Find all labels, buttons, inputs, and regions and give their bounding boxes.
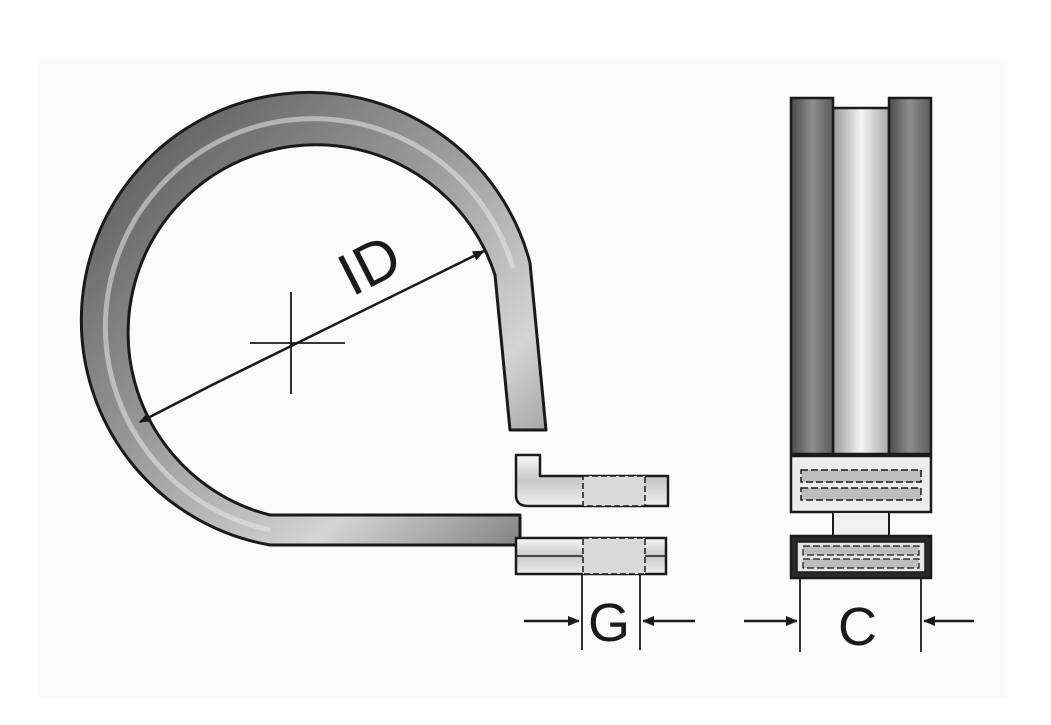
side-upper-tab bbox=[789, 454, 933, 514]
side-rubber-right bbox=[887, 96, 933, 456]
lower-tab-hole bbox=[582, 537, 646, 575]
id-arrow-left bbox=[139, 384, 211, 424]
id-arrow-right bbox=[209, 249, 485, 388]
side-gap-strip bbox=[832, 511, 890, 537]
c-label: C bbox=[838, 597, 877, 657]
side-rubber-left bbox=[789, 96, 835, 456]
rubber-highlight bbox=[102, 116, 516, 533]
upper-tab-hole bbox=[582, 475, 646, 507]
g-label: G bbox=[588, 593, 630, 653]
rubber-loop bbox=[79, 90, 548, 547]
side-metal-strip bbox=[831, 106, 891, 456]
clamp-side-view: C bbox=[744, 96, 974, 657]
